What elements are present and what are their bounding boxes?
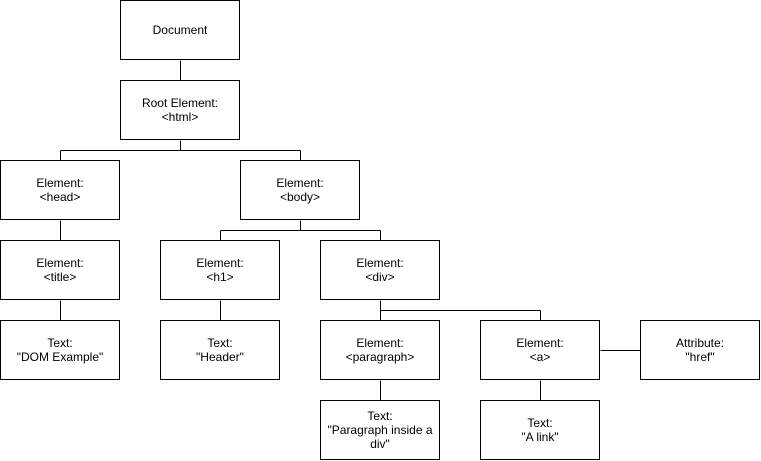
- node-text-a-link: Text: "A link": [480, 400, 600, 460]
- node-body-type: Element:: [276, 176, 324, 190]
- node-element-h1: Element: <h1>: [160, 240, 280, 300]
- node-text-para-value: "Paragraph inside a div": [327, 423, 433, 451]
- node-root-element-html: Root Element: <html>: [120, 80, 240, 140]
- node-document-label: Document: [152, 23, 208, 37]
- node-title-type: Element:: [36, 256, 84, 270]
- node-h1-tag: <h1>: [206, 270, 234, 284]
- node-element-body: Element: <body>: [240, 160, 360, 220]
- node-h1-type: Element:: [196, 256, 244, 270]
- node-href-type: Attribute:: [675, 336, 725, 350]
- node-text-paragraph-inside-div: Text: "Paragraph inside a div": [320, 400, 440, 460]
- node-text-header: Text: "Header": [160, 320, 280, 380]
- node-a-tag: <a>: [529, 350, 551, 364]
- node-text-dom-value: "DOM Example": [16, 350, 104, 364]
- node-paragraph-type: Element:: [356, 336, 404, 350]
- node-element-paragraph: Element: <paragraph>: [320, 320, 440, 380]
- node-div-tag: <div>: [365, 270, 395, 284]
- node-text-link-value: "A link": [521, 430, 559, 444]
- node-element-title: Element: <title>: [0, 240, 120, 300]
- node-attribute-href: Attribute: "href": [640, 320, 760, 380]
- node-href-value: "href": [685, 350, 715, 364]
- node-text-dom-type: Text:: [47, 336, 73, 350]
- node-element-a: Element: <a>: [480, 320, 600, 380]
- node-text-para-type: Text:: [367, 409, 393, 423]
- node-title-tag: <title>: [43, 270, 77, 284]
- node-html-type: Root Element:: [141, 96, 219, 110]
- node-text-link-type: Text:: [527, 416, 553, 430]
- node-text-header-type: Text:: [207, 336, 233, 350]
- node-text-dom-example: Text: "DOM Example": [0, 320, 120, 380]
- node-a-type: Element:: [516, 336, 564, 350]
- node-paragraph-tag: <paragraph>: [345, 350, 415, 364]
- node-head-tag: <head>: [39, 190, 81, 204]
- node-body-tag: <body>: [279, 190, 321, 204]
- node-element-head: Element: <head>: [0, 160, 120, 220]
- node-div-type: Element:: [356, 256, 404, 270]
- node-element-div: Element: <div>: [320, 240, 440, 300]
- node-head-type: Element:: [36, 176, 84, 190]
- node-document: Document: [120, 0, 240, 60]
- node-html-tag: <html>: [161, 110, 199, 124]
- node-text-header-value: "Header": [196, 350, 244, 364]
